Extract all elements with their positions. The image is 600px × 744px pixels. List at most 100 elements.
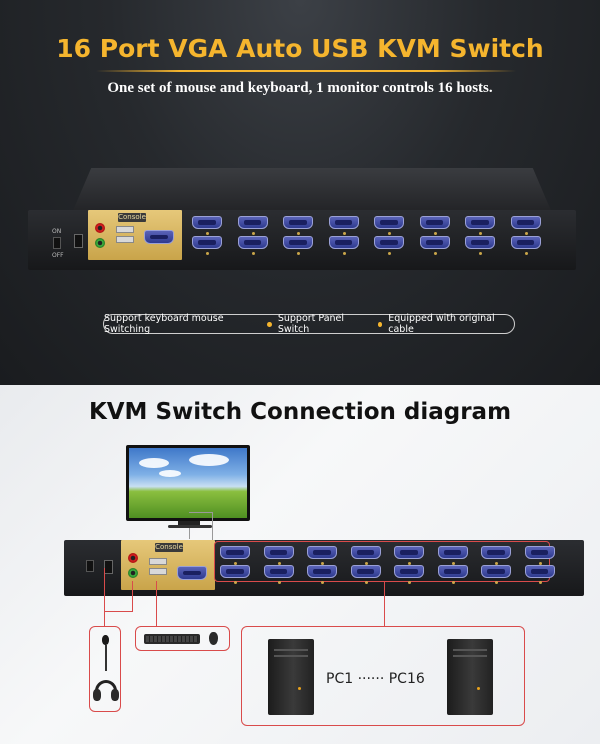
usb-port-2 (116, 236, 134, 243)
feature-2: Support Panel Switch (277, 313, 345, 335)
port-indicator (524, 252, 528, 255)
pc-tower-icon (268, 639, 314, 715)
port-indicator (479, 252, 482, 255)
monitor-cable-line (189, 512, 213, 513)
pc-vga-port (192, 216, 222, 229)
port-indicator (433, 232, 437, 235)
pc-vga-port (307, 565, 337, 578)
product-title: 16 Port VGA Auto USB KVM Switch (56, 34, 544, 63)
pc-vga-port (283, 236, 313, 249)
power-off-label: OFF (52, 252, 64, 259)
port-indicator (206, 232, 209, 235)
mic-jack (95, 223, 105, 233)
monitor-cable-line (189, 528, 190, 539)
port-indicator (388, 252, 391, 255)
pc-vga-port (524, 546, 555, 559)
audio-line (104, 611, 105, 626)
pc-vga-port (220, 546, 250, 559)
pc-vga-port (437, 565, 468, 578)
usb-port-2 (149, 568, 167, 575)
monitor-screen (129, 448, 247, 518)
headset-icon (95, 680, 117, 694)
pc-vga-port (328, 216, 359, 229)
dc-jack (74, 234, 83, 248)
usb-port-1 (149, 558, 167, 565)
port-indicator (342, 252, 346, 255)
port-indicator (408, 562, 411, 565)
pc-vga-port (237, 216, 268, 229)
dc-jack (104, 560, 113, 574)
monitor-foot (168, 525, 212, 528)
audio-line (104, 568, 105, 611)
pc-vga-port (394, 546, 424, 559)
power-on-label: ON (52, 228, 62, 235)
port-indicator (433, 252, 437, 255)
port-indicator (495, 581, 498, 584)
pc-vga-port (419, 216, 450, 229)
pcs-box: PC1 ······ PC16 (241, 626, 525, 726)
port-indicator (342, 232, 346, 235)
monitor-stand (178, 521, 200, 527)
pc-vga-port (307, 546, 337, 559)
audio-line (132, 581, 133, 612)
feature-1: Support keyboard mouse Switching (104, 313, 224, 335)
pc-ports-highlight (214, 541, 550, 582)
mic-jack (128, 553, 138, 563)
monitor-image (126, 445, 250, 521)
pc-vga-port (465, 216, 495, 229)
pc-vga-port (350, 546, 381, 559)
pc-vga-port (374, 236, 404, 249)
port-indicator (364, 562, 368, 565)
port-indicator (408, 581, 411, 584)
pc-vga-port (283, 216, 313, 229)
pc-vga-port (394, 565, 424, 578)
audio-line (104, 611, 132, 612)
port-indicator (234, 581, 237, 584)
console-panel: Console (88, 210, 182, 260)
feature-3: Equipped with original cable (388, 313, 495, 335)
audio-jack (128, 568, 138, 578)
pc-vga-port (220, 565, 250, 578)
port-indicator (251, 252, 255, 255)
port-indicator (524, 232, 528, 235)
port-indicator (297, 252, 300, 255)
pc-vga-port (328, 236, 359, 249)
pc-vga-port (374, 216, 404, 229)
port-indicator (234, 562, 237, 565)
port-indicator (321, 581, 324, 584)
port-indicator (538, 562, 542, 565)
pc-vga-port (350, 565, 381, 578)
pc-vga-port (481, 565, 511, 578)
product-subtitle: One set of mouse and keyboard, 1 monitor… (107, 80, 493, 96)
port-indicator (388, 232, 391, 235)
keyboard-mouse-box (135, 626, 230, 651)
kvm-device-lid (72, 168, 552, 213)
pc-vga-port (192, 236, 222, 249)
mouse-icon (209, 632, 218, 645)
pc-vga-port (524, 565, 555, 578)
power-switch (53, 237, 61, 249)
bullet-dot (377, 321, 383, 327)
port-indicator (321, 562, 324, 565)
console-tag: Console (155, 543, 183, 552)
console-panel: Console (121, 540, 215, 590)
diagram-title: KVM Switch Connection diagram (88, 399, 512, 425)
bullet-dot (267, 321, 272, 327)
title-underline (96, 70, 516, 72)
console-tag: Console (118, 213, 146, 222)
pc-vga-port (437, 546, 468, 559)
console-vga-port (144, 230, 174, 244)
pc-vga-port (481, 546, 511, 559)
usb-line (156, 581, 157, 626)
features-pill: Support keyboard mouse Switching Support… (103, 313, 515, 335)
pc-vga-port (510, 216, 541, 229)
port-indicator (251, 232, 255, 235)
pc-last-label: PC16 (388, 671, 425, 687)
usb-port-1 (116, 226, 134, 233)
port-indicator (364, 581, 368, 584)
port-indicator (451, 581, 455, 584)
port-indicator (538, 581, 542, 584)
microphone-icon (102, 635, 109, 645)
pc-vga-port (237, 236, 268, 249)
port-indicator (277, 562, 281, 565)
